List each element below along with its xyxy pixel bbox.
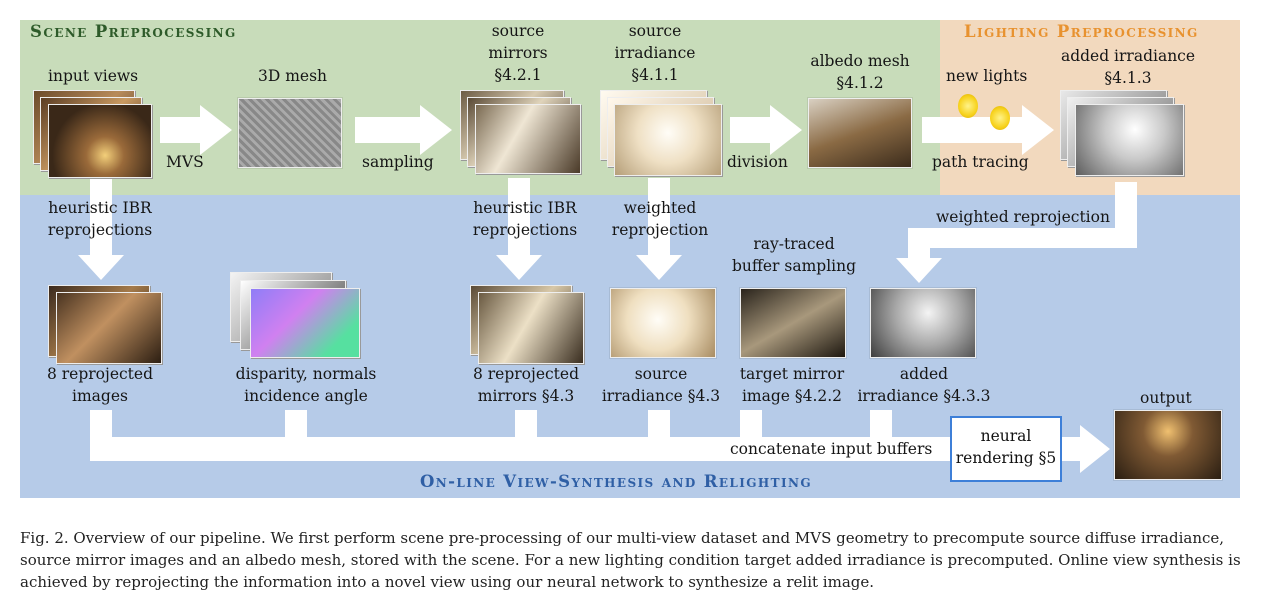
albedo-mesh-image — [808, 98, 912, 168]
line: images — [72, 387, 128, 405]
scene-title: Scene Preprocessing — [30, 22, 237, 41]
line: source — [491, 22, 545, 40]
label-target-mirror: target mirror image §4.2.2 — [730, 363, 854, 407]
source-irradiance-image — [614, 104, 722, 176]
label-source-irradiance: source irradiance §4.1.1 — [610, 20, 700, 86]
reprojected-image — [56, 292, 162, 364]
normals-image — [250, 288, 360, 358]
label-weighted-2: weighted reprojection — [936, 208, 1110, 226]
label-albedo-mesh: albedo mesh §4.1.2 — [808, 50, 912, 94]
output-image — [1114, 410, 1222, 480]
figure-caption: Fig. 2. Overview of our pipeline. We fir… — [20, 529, 1241, 591]
lighting-title: Lighting Preprocessing — [964, 22, 1199, 41]
line: 8 reprojected — [46, 365, 154, 383]
line: mirrors §4.3 — [477, 387, 575, 405]
label-mvs: MVS — [166, 153, 204, 171]
line: target mirror — [739, 365, 845, 383]
label-heuristic-1: heuristic IBR reprojections — [40, 197, 160, 241]
added-irradiance-image — [1075, 104, 1184, 176]
reprojected-mirror-image — [478, 292, 584, 364]
line: ray-traced — [753, 235, 835, 253]
line: weighted — [623, 199, 697, 217]
line: buffer sampling — [731, 257, 857, 275]
label-input-views: input views — [48, 67, 139, 85]
line: irradiance §4.3.3 — [857, 387, 991, 405]
line: mirrors — [488, 44, 548, 62]
line: irradiance — [614, 44, 696, 62]
mesh-3d-image — [238, 98, 342, 168]
line: incidence angle — [244, 387, 368, 405]
label-path-tracing: path tracing — [932, 153, 1029, 171]
label-source-irr: source irradiance §4.3 — [598, 363, 724, 407]
label-reprojected-images: 8 reprojected images — [40, 363, 160, 407]
label-added-irr: added irradiance §4.3.3 — [856, 363, 992, 407]
label-sampling: sampling — [362, 153, 434, 171]
line: 8 reprojected — [472, 365, 580, 383]
input-view-image — [48, 104, 152, 178]
label-reprojected-mirrors: 8 reprojected mirrors §4.3 — [466, 363, 586, 407]
line: disparity, normals — [235, 365, 377, 383]
neural-rendering-box: neural rendering §5 — [950, 416, 1062, 482]
label-division: division — [727, 153, 788, 171]
label-source-mirrors: source mirrors §4.2.1 — [478, 20, 558, 86]
added-irradiance-reprojected-image — [870, 288, 976, 358]
line: irradiance §4.3 — [601, 387, 721, 405]
neural-line-1: neural — [980, 427, 1032, 445]
label-added-irradiance: added irradiance §4.1.3 — [1060, 45, 1196, 89]
online-title: On-line View-Synthesis and Relighting — [420, 472, 813, 491]
line: §4.1.1 — [631, 66, 679, 84]
line: heuristic IBR — [48, 199, 152, 217]
line: added — [899, 365, 949, 383]
line: reprojection — [611, 221, 709, 239]
light-bulb-icon — [958, 94, 978, 118]
label-disparity: disparity, normals incidence angle — [226, 363, 386, 407]
line: source — [634, 365, 688, 383]
line: reprojections — [47, 221, 153, 239]
line: albedo mesh — [810, 52, 910, 70]
label-concat: concatenate input buffers — [730, 440, 933, 458]
line: image §4.2.2 — [741, 387, 843, 405]
light-bulb-icon — [990, 106, 1010, 130]
neural-line-2: rendering §5 — [955, 449, 1057, 467]
line: reprojections — [472, 221, 578, 239]
label-weighted-1: weighted reprojection — [605, 197, 715, 241]
line: §4.2.1 — [494, 66, 542, 84]
line: added irradiance — [1060, 47, 1196, 65]
line: source — [628, 22, 682, 40]
line: §4.1.3 — [1104, 69, 1152, 87]
target-mirror-image — [740, 288, 846, 358]
line: heuristic IBR — [473, 199, 577, 217]
label-raytraced: ray-traced buffer sampling — [726, 233, 862, 277]
label-output: output — [1140, 389, 1192, 407]
label-heuristic-2: heuristic IBR reprojections — [465, 197, 585, 241]
source-irradiance-reprojected-image — [610, 288, 716, 358]
source-mirror-image — [475, 104, 581, 174]
line: §4.1.2 — [836, 74, 884, 92]
label-3d-mesh: 3D mesh — [258, 67, 328, 85]
label-new-lights: new lights — [946, 67, 1028, 85]
